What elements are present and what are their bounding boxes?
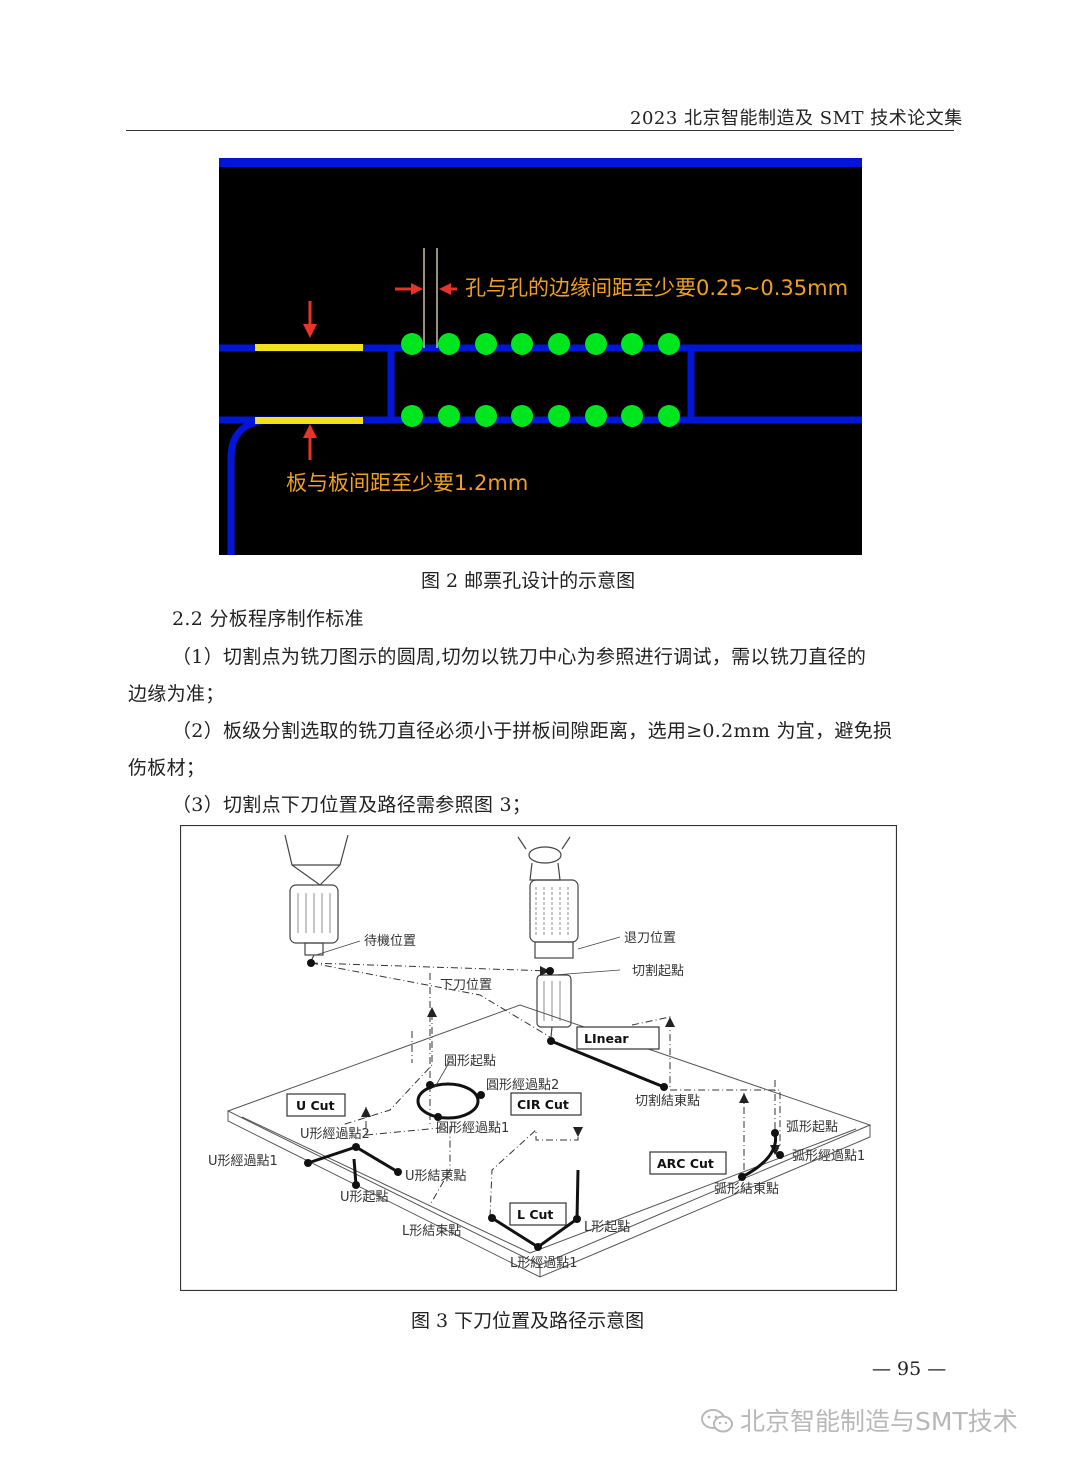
board-gap-arrow-top xyxy=(303,324,317,338)
l-end-label: L形結束點 xyxy=(402,1224,461,1239)
figure-2-background xyxy=(219,158,862,555)
circle-pass1-label: 圓形經過點1 xyxy=(436,1121,509,1136)
arc-end-label: 弧形結東點 xyxy=(714,1181,779,1197)
u-cut-label: U Cut xyxy=(296,1098,335,1113)
watermark-text: 北京智能制造与SMT技术 xyxy=(740,1407,1018,1436)
lower-label: 下刀位置 xyxy=(440,978,492,993)
paragraph-3-line-1: （3）切割点下刀位置及路径需参照图 3； xyxy=(172,794,532,816)
hole-spacing-label: 孔与孔的边缘间距至少要0.25~0.35mm xyxy=(465,276,848,300)
retract-label: 退刀位置 xyxy=(624,931,676,946)
arc-start-label: 弧形起點 xyxy=(786,1120,838,1135)
page-number: — 95 — xyxy=(872,1358,947,1380)
figure-2-stamp-hole-diagram: 孔与孔的边缘间距至少要0.25~0.35mm 板与板间距至少要1.2mm xyxy=(219,158,862,555)
l-pass1-label: L形經過點1 xyxy=(510,1256,578,1271)
board-plane xyxy=(226,1004,872,1278)
path-arrowheads xyxy=(361,966,780,1155)
stamp-holes xyxy=(401,333,680,427)
figure-2-caption: 图 2 邮票孔设计的示意图 xyxy=(421,570,636,592)
standby-label: 待機位置 xyxy=(364,934,416,949)
linear-box xyxy=(576,1026,660,1050)
section-heading: 2.2 分板程序制作标准 xyxy=(172,608,364,630)
movement-paths xyxy=(310,962,781,1218)
u-pass1-label: U形經過點1 xyxy=(208,1154,278,1169)
top-board-edge xyxy=(219,158,862,167)
cut-end-label: 切割結東點 xyxy=(635,1093,700,1109)
board-spacing-label: 板与板间距至少要1.2mm xyxy=(286,471,528,495)
board-gap-arrow-bottom xyxy=(303,424,317,438)
right-board-outline xyxy=(687,344,862,424)
circle-start-label: 圓形起點 xyxy=(444,1054,496,1069)
watermark: 北京智能制造与SMT技术 xyxy=(700,1402,1018,1438)
figure-3-caption: 图 3 下刀位置及路径示意图 xyxy=(411,1310,645,1332)
paragraph-1-line-2: 边缘为准； xyxy=(128,683,225,705)
l-cut-box xyxy=(509,1202,567,1226)
cut-points xyxy=(304,959,784,1251)
cut-segments xyxy=(307,1039,778,1249)
wechat-icon xyxy=(701,1409,733,1433)
u-start-label: U形起點 xyxy=(340,1190,389,1205)
paragraph-1-line-1: （1）切割点为铣刀图示的圆周,切勿以铣刀中心为参照进行调试，需以铣刀直径的 xyxy=(172,646,867,668)
board-gap-rail-bottom xyxy=(255,417,363,424)
spindle-standby xyxy=(284,834,349,962)
arc-pass1-label: 弧形經過點1 xyxy=(792,1149,865,1164)
hole-gap-arrow-left xyxy=(411,283,423,295)
header-rule xyxy=(126,130,954,131)
running-header: 2023 北京智能制造及 SMT 技术论文集 xyxy=(630,108,963,129)
figure-3-cutting-path-diagram: LInear CIR Cut U Cut L Cut ARC Cut 待機位置 … xyxy=(180,825,897,1291)
l-start-label: L形起點 xyxy=(584,1220,630,1235)
cut-start-label: 切割起點 xyxy=(632,963,684,979)
u-cut-box xyxy=(286,1093,346,1117)
paragraph-2-line-2: 伤板材； xyxy=(128,757,206,779)
cir-cut-label: CIR Cut xyxy=(517,1097,569,1112)
arc-cut-box xyxy=(649,1151,727,1175)
spindle-cutting xyxy=(517,836,579,1038)
cir-cut-box xyxy=(510,1092,582,1116)
l-cut-label: L Cut xyxy=(517,1207,553,1222)
arc-cut-label: ARC Cut xyxy=(657,1156,714,1171)
linear-label: LInear xyxy=(584,1031,629,1046)
board-gap-rail-top xyxy=(255,344,363,351)
hole-gap-arrow-right xyxy=(439,283,451,295)
u-pass2-label: U形經過點2 xyxy=(300,1127,370,1142)
u-end-label: U形結東點 xyxy=(405,1168,467,1184)
leader-lines xyxy=(315,936,621,1088)
circle-pass2-label: 圓形經過點2 xyxy=(486,1078,559,1093)
paragraph-2-line-1: （2）板级分割选取的铣刀直径必须小于拼板间隙距离，选用≥0.2mm 为宜，避免损 xyxy=(172,720,893,742)
